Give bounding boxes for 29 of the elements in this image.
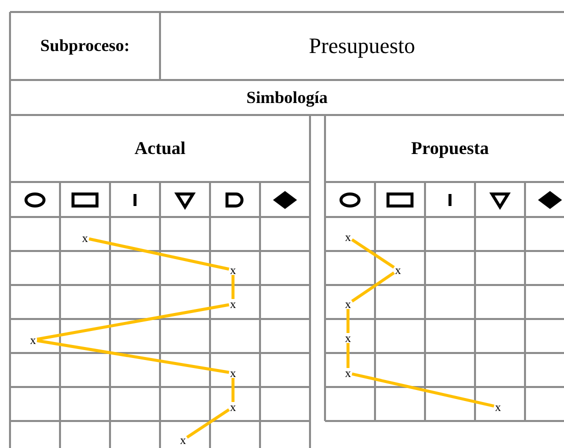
connector-line xyxy=(351,238,395,269)
x-mark: x xyxy=(344,333,352,343)
x-mark: x xyxy=(29,335,37,345)
connector-line xyxy=(36,303,230,341)
connector-line xyxy=(232,275,234,299)
connector-line xyxy=(346,343,350,368)
x-mark: x xyxy=(494,402,502,412)
column-heading: Propuesta xyxy=(411,138,489,159)
x-mark: x xyxy=(179,435,187,445)
connector-line xyxy=(346,309,350,333)
x-mark: x xyxy=(344,299,352,309)
connector-line xyxy=(352,372,494,408)
connector-line xyxy=(88,237,230,271)
x-mark: x xyxy=(394,265,402,275)
connector-line xyxy=(351,271,395,303)
connector-line xyxy=(36,339,230,374)
x-mark: x xyxy=(229,265,237,275)
x-mark: x xyxy=(344,368,352,378)
x-mark: x xyxy=(229,368,237,378)
x-mark: x xyxy=(229,402,237,412)
form-label: Subproceso: xyxy=(40,36,130,56)
connector-line xyxy=(186,408,230,439)
form-value: Presupuesto xyxy=(308,33,416,59)
x-mark: x xyxy=(229,299,237,309)
x-mark: x xyxy=(81,233,89,243)
column-heading: Actual xyxy=(134,138,186,159)
connector-line xyxy=(232,378,234,402)
section-heading: Simbología xyxy=(246,88,328,108)
x-mark: x xyxy=(344,232,352,242)
